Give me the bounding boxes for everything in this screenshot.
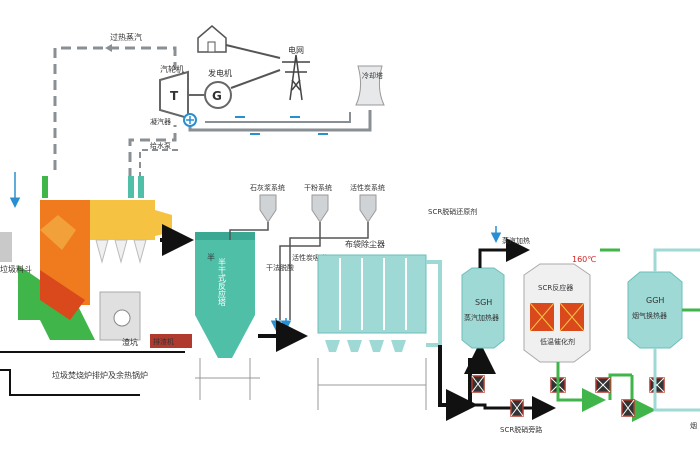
turbine: T <box>159 70 189 120</box>
label-turbine: 汽轮机 <box>160 64 184 74</box>
label-dry-powder-system: 干粉系统 <box>304 183 332 192</box>
flow-arrow-3 <box>438 345 478 421</box>
label-superheated-steam: 过热蒸汽 <box>110 32 142 42</box>
label-reactor: 半干式反应塔 <box>218 257 227 307</box>
semi-dry-reactor <box>195 232 260 400</box>
label-chimney: 烟 <box>690 421 697 430</box>
label-scr-reactor: SCR反应器 <box>538 283 573 292</box>
label-reactor-1: 半 <box>207 252 215 262</box>
label-feed-pump: 给水泵 <box>150 141 171 150</box>
power-tower-icon <box>282 54 310 101</box>
label-boiler-caption: 垃圾焚烧炉排炉及余热锅炉 <box>52 370 148 380</box>
turbine-symbol: T <box>170 89 179 103</box>
label-ggh-name: 烟气换热器 <box>632 311 667 320</box>
label-slag-pit: 渣坑 <box>122 337 138 347</box>
label-generator: 发电机 <box>208 68 232 78</box>
bag-filter <box>317 254 442 410</box>
steam-loop <box>53 44 372 178</box>
label-temperature: 160℃ <box>572 255 596 264</box>
boiler <box>0 172 172 341</box>
label-scr-agent: SCR脱硝还原剂 <box>428 207 477 216</box>
house-icon <box>197 25 227 53</box>
label-carbon-adsorb: 活性炭吸附 <box>292 253 327 262</box>
cooling-tower-icon <box>355 65 385 106</box>
label-feed-hopper: 垃圾料斗 <box>0 264 32 274</box>
label-sgh-name: 蒸汽加热器 <box>464 313 499 322</box>
label-grid: 电网 <box>288 45 304 55</box>
label-scr-bypass: SCR脱硝旁路 <box>500 425 542 434</box>
condenser <box>183 113 197 127</box>
label-activated-carbon-system: 活性炭系统 <box>350 183 385 192</box>
label-bag-filter: 布袋除尘器 <box>345 239 385 249</box>
label-dry-deacid: 干法脱酸 <box>266 263 294 272</box>
generator-symbol: G <box>212 89 222 103</box>
generator: G <box>204 81 232 109</box>
scr-reactor <box>523 263 591 363</box>
label-cooling-tower: 冷却塔 <box>362 71 383 80</box>
label-catalyst: 低温催化剂 <box>540 337 575 346</box>
reagent-silos <box>259 194 377 223</box>
label-ggh: GGH <box>646 296 664 305</box>
label-condenser: 凝汽器 <box>150 117 171 126</box>
ggh-exchanger <box>627 271 683 349</box>
label-sgh: SGH <box>475 298 492 307</box>
label-limestone-system: 石灰浆系统 <box>250 183 285 192</box>
sgh-heater <box>461 267 505 349</box>
hot-water-pump <box>150 334 192 348</box>
flow-arrow-green <box>556 362 606 412</box>
label-steam-heat: 蒸汽加热 <box>502 236 530 245</box>
label-hot-water-pump: 排渣机 <box>153 337 174 346</box>
